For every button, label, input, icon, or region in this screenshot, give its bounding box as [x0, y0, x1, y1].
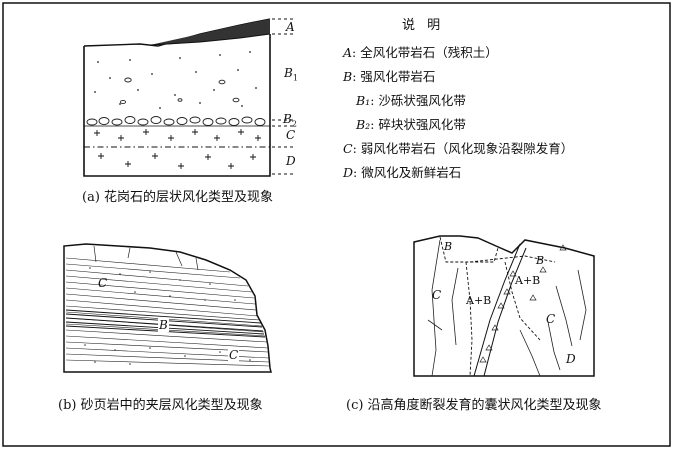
panel-a-layer-B1-dots	[94, 51, 257, 109]
panel-a-layer-A-base	[149, 33, 271, 46]
caption-a: (a) 花岗石的层状风化类型及现象	[82, 190, 274, 205]
panel-c-top-B-zone	[439, 236, 499, 263]
panel-a-outline	[83, 34, 271, 177]
caption-c: (c) 沿高角度断裂发育的囊状风化类型及现象	[346, 398, 602, 413]
panel-b-diagram	[63, 243, 272, 373]
panel-a-pebbles	[120, 77, 240, 105]
panel-c-breccia-fragments	[479, 244, 567, 363]
panel-c-fractures	[427, 239, 587, 377]
panel-a-layer-B2-blocks	[86, 116, 266, 126]
panel-b-surface-cracks	[93, 245, 199, 271]
panel-a-diagram	[83, 18, 294, 177]
panel-a-layer-A-fill	[150, 19, 270, 45]
panel-a-boundary-ticks	[272, 18, 294, 175]
panel-c-diagram	[413, 235, 595, 377]
caption-b: (b) 砂页岩中的夹层风化类型及现象	[58, 398, 263, 413]
panel-c-pocket-outline	[465, 255, 556, 377]
panel-a-layer-D-crosses	[98, 153, 256, 169]
panel-c-fault-zone	[473, 243, 527, 377]
panel-b-outline	[63, 243, 272, 373]
panel-b-sandstone-stipple	[84, 267, 251, 365]
panel-a-layer-C-crosses	[94, 129, 261, 141]
panel-c-outline	[413, 235, 595, 377]
